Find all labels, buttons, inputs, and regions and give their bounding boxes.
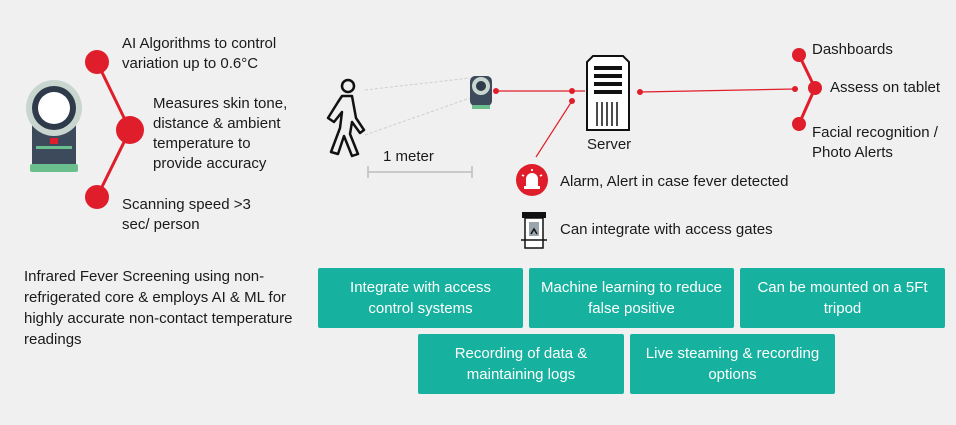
output-label-facial: Facial recognition / Photo Alerts	[812, 124, 938, 161]
distance-label: 1 meter	[383, 148, 434, 165]
feature-box-streaming: Live steaming & recording options	[630, 334, 835, 394]
feature-label-speed: Scanning speed >3 sec/ person	[122, 196, 251, 233]
feature-box-text: Live steaming & recording options	[645, 345, 820, 383]
output-junction-dot	[792, 86, 798, 92]
feature-dot-1	[85, 50, 109, 74]
description-text: Infrared Fever Screening using non-refri…	[24, 268, 293, 348]
feature-box-tripod: Can be mounted on a 5Ft tripod	[740, 268, 945, 328]
feature-box-text: Machine learning to reduce false positiv…	[541, 279, 722, 317]
feature-box-recording: Recording of data & maintaining logs	[418, 334, 624, 394]
feature-box-text: Can be mounted on a 5Ft tripod	[757, 279, 928, 317]
server-label: Server	[587, 136, 632, 153]
feature-box-access-control: Integrate with access control systems	[318, 268, 523, 328]
output-dot-2	[808, 81, 822, 95]
alarm-siren-icon	[516, 164, 548, 196]
feature-label-measures: Measures skin tone, distance & ambient t…	[153, 95, 288, 172]
output-label-dashboards: Dashboards	[812, 41, 893, 58]
feature-label-accuracy: AI Algorithms to control variation up to…	[122, 35, 277, 72]
feature-dot-3	[85, 185, 109, 209]
feature-box-machine-learning: Machine learning to reduce false positiv…	[529, 268, 734, 328]
sight-line-bottom	[364, 97, 471, 136]
output-label-tablet: Assess on tablet	[830, 79, 941, 96]
walking-person-icon	[326, 78, 366, 158]
output-dot-1	[792, 48, 806, 62]
output-dot-3	[792, 117, 806, 131]
feature-box-text: Integrate with access control systems	[350, 279, 491, 317]
alarm-text: Alarm, Alert in case fever detected	[560, 173, 789, 190]
alarm-branch-line	[535, 100, 573, 158]
server-output-line	[639, 88, 796, 93]
camera-dot	[493, 88, 499, 94]
feature-dot-2	[116, 116, 144, 144]
gate-text: Can integrate with access gates	[560, 221, 773, 238]
junction-dot-1	[569, 88, 575, 94]
security-camera-icon	[470, 76, 492, 109]
access-gate-icon	[521, 212, 547, 249]
thermal-camera-icon	[26, 80, 82, 172]
sight-line-top	[364, 77, 471, 91]
server-dot	[637, 89, 643, 95]
server-rack-icon	[586, 55, 630, 131]
feature-box-text: Recording of data & maintaining logs	[454, 345, 588, 383]
